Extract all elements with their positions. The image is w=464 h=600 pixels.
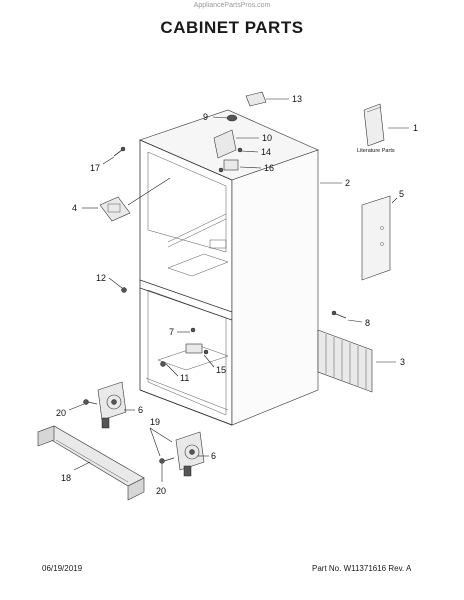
part-13-plate — [245, 91, 267, 107]
part-19-lines — [149, 427, 173, 457]
callout-20-left: 20 — [56, 408, 66, 418]
part-6-roller-right — [175, 431, 205, 477]
footer-part-number: Part No. W11371616 Rev. A — [312, 564, 412, 573]
callout-3: 3 — [400, 357, 405, 367]
callout-1: 1 — [413, 123, 418, 133]
callout-15: 15 — [216, 365, 226, 375]
part-17-screw — [113, 146, 126, 157]
page-title: CABINET PARTS — [160, 18, 304, 37]
top-hinge-parts — [213, 114, 243, 173]
callout-12: 12 — [96, 273, 106, 283]
watermark: AppliancePartsPros.com — [193, 2, 271, 9]
callout-16: 16 — [264, 163, 274, 173]
callout-8: 8 — [365, 318, 370, 328]
part-20-screws — [83, 399, 175, 464]
callout-17: 17 — [90, 163, 100, 173]
callout-20-right: 20 — [156, 486, 166, 496]
callout-7: 7 — [169, 327, 174, 337]
callout-18: 18 — [61, 473, 71, 483]
part-12-screw — [121, 287, 127, 293]
callout-9: 9 — [203, 112, 208, 122]
callout-10: 10 — [262, 133, 272, 143]
callout-5: 5 — [399, 189, 404, 199]
callout-14: 14 — [261, 147, 271, 157]
part-5-side-panel — [361, 195, 391, 281]
footer-date: 06/19/2019 — [42, 564, 83, 573]
cabinet-body — [139, 109, 319, 426]
callout-11: 11 — [180, 373, 189, 383]
callout-6-right: 6 — [211, 451, 216, 461]
part-4-control-box — [99, 177, 171, 222]
part-18-base-grille — [37, 425, 145, 501]
part-3-grille — [317, 329, 373, 393]
callout-4: 4 — [72, 203, 77, 213]
part-6-roller-left — [97, 381, 127, 429]
callout-6-left: 6 — [138, 405, 143, 415]
part-8-screw — [331, 310, 347, 319]
part-1-literature — [363, 103, 385, 147]
literature-label: Literature Parts — [357, 148, 395, 154]
callout-19: 19 — [150, 417, 160, 427]
callout-labels: 1 2 3 4 5 6 6 7 8 9 10 11 12 13 14 15 16… — [56, 94, 418, 496]
lower-screws — [160, 327, 209, 367]
callout-2: 2 — [345, 178, 350, 188]
callout-13: 13 — [292, 94, 302, 104]
leader-lines — [68, 98, 409, 482]
